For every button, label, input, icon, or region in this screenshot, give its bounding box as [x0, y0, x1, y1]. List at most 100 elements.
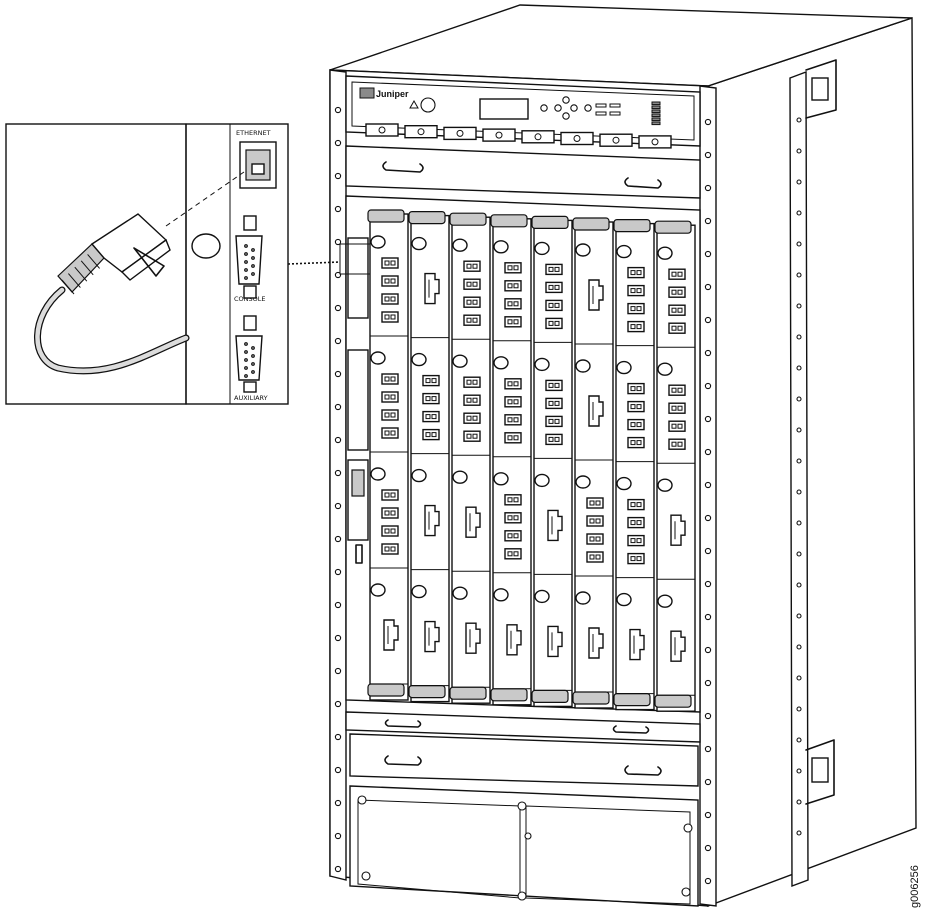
optical-port [668, 438, 686, 450]
fpc-button-led [534, 133, 542, 141]
flange-hole [334, 733, 342, 741]
optical-port [627, 266, 645, 279]
console-label: CONSOLE [234, 295, 266, 303]
console-screw-top [243, 215, 257, 231]
optical-port [504, 414, 522, 426]
flange-hole [796, 458, 802, 464]
flange-hole [796, 396, 802, 402]
optical-port [627, 302, 645, 315]
flange-hole [704, 118, 712, 126]
optical-port [586, 533, 604, 545]
pic-latch [493, 356, 509, 370]
flange-hole [704, 580, 712, 588]
pic-latch [616, 476, 632, 491]
fpc-button [443, 126, 477, 141]
pic-latch [575, 359, 591, 373]
ethernet-label: ETHERNET [236, 129, 271, 137]
pic-latch [452, 586, 468, 600]
fpc-button-led [417, 128, 425, 136]
optical-port [422, 428, 440, 441]
optical-port [668, 384, 686, 396]
auxiliary-port [235, 335, 263, 381]
flange-hole [796, 334, 802, 340]
card-ejector [408, 684, 446, 699]
pic-latch [370, 583, 386, 597]
flange-hole [704, 844, 712, 852]
status-leds [595, 101, 661, 126]
optical-port [504, 396, 522, 408]
flange-hole [334, 403, 342, 411]
optical-port [545, 317, 563, 330]
optical-port [627, 284, 645, 297]
flange-hole [704, 382, 712, 390]
nav-button [570, 104, 578, 112]
flange-hole [334, 766, 342, 774]
flange-hole [334, 568, 342, 576]
card-ejector [531, 689, 569, 704]
optical-port [381, 427, 399, 439]
nav-button [584, 104, 592, 112]
led-indicator [609, 111, 621, 116]
flange-hole [704, 778, 712, 786]
optical-port [586, 497, 604, 509]
optical-port [627, 516, 645, 529]
optical-port [504, 530, 522, 542]
flange-hole [704, 283, 712, 291]
card-ejector [449, 686, 487, 700]
optical-port [504, 512, 522, 524]
card-ejector [654, 694, 692, 708]
card-ejector [613, 219, 651, 233]
optical-port [381, 311, 399, 323]
card-ejector [572, 217, 610, 231]
fpc-slot [531, 215, 573, 708]
routing-engine-strip [347, 237, 369, 564]
pic-latch [370, 235, 386, 249]
flange-hole [704, 415, 712, 423]
optical-port [381, 391, 399, 403]
fpc-button-led [378, 126, 386, 134]
optical-port [463, 412, 481, 424]
flange-hole [334, 172, 342, 180]
led-indicator [595, 111, 607, 116]
pic-latch [575, 243, 591, 257]
craft-button [420, 97, 436, 113]
nav-button [562, 112, 570, 120]
top-handle-grip [811, 77, 829, 101]
ethernet-port-callout: ETHERNET CONSOLE AUXILIARY [5, 123, 289, 405]
flange-hole [796, 148, 802, 154]
flange-hole [334, 667, 342, 675]
optical-port [381, 257, 399, 269]
optical-port [545, 379, 563, 392]
flange-hole [334, 271, 342, 279]
flange-hole [334, 502, 342, 510]
fpc-slot [408, 211, 450, 703]
flange-hole [796, 768, 802, 774]
flange-hole [704, 217, 712, 225]
optical-port [381, 525, 399, 537]
flange-hole [704, 481, 712, 489]
optical-port [586, 551, 604, 563]
pic-latch [616, 244, 632, 259]
fpc-button [638, 135, 672, 149]
optical-port [463, 430, 481, 442]
flange-hole [334, 106, 342, 114]
optical-port [545, 397, 563, 410]
optical-port [627, 418, 645, 431]
flange-hole [334, 535, 342, 543]
pic-latch [534, 357, 550, 372]
flange-hole [704, 250, 712, 258]
pic-latch [575, 475, 591, 489]
optical-port [545, 433, 563, 446]
optical-port [504, 262, 522, 274]
optical-port [463, 278, 481, 290]
fpc-button-led [573, 135, 581, 142]
fan-tray-handle-right [624, 177, 662, 189]
fpc-slot [490, 214, 532, 706]
pic-latch [657, 594, 673, 608]
optical-port [545, 281, 563, 294]
pic-latch [657, 478, 673, 492]
flange-hole [334, 436, 342, 444]
flange-hole [704, 712, 712, 720]
flange-hole [334, 601, 342, 609]
